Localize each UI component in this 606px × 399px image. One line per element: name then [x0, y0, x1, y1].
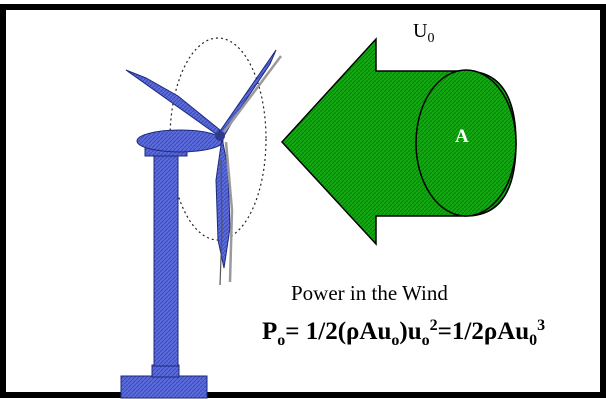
formula-u-sub1: o	[391, 332, 399, 349]
formula-u-sub2: o	[422, 332, 430, 349]
formula-eq1: = 1/2(ρAu	[285, 318, 391, 345]
velocity-symbol: U	[413, 20, 428, 42]
tower-base	[120, 375, 208, 399]
rotor-hub	[215, 131, 225, 141]
blade-edge-top	[223, 55, 282, 133]
blade-edge-bottom	[224, 141, 234, 283]
caption-power-in-the-wind: Power in the Wind	[291, 281, 448, 305]
blade-upper-left	[125, 69, 221, 135]
wind-flow-arrow	[280, 37, 517, 246]
formula-sup1: 2	[430, 317, 438, 334]
velocity-label: U0	[413, 20, 434, 46]
swept-area-disk	[415, 69, 517, 217]
power-formula: Po= 1/2(ρAuo)uo2=1/2ρAu03	[262, 317, 545, 349]
area-label: A	[455, 126, 469, 147]
velocity-subscript: 0	[427, 31, 434, 46]
tower-shaft	[153, 153, 179, 367]
wind-turbine	[120, 49, 282, 399]
frame-border	[0, 4, 606, 398]
formula-eq2: =1/2ρAu	[438, 318, 530, 345]
formula-mid: )u	[399, 318, 421, 345]
formula-p: P	[262, 318, 277, 345]
blade-upper-right	[217, 49, 277, 137]
tower-foot	[151, 364, 180, 378]
formula-sup2: 3	[537, 317, 545, 334]
formula-p-sub: o	[277, 332, 285, 349]
blade-edge-bottom-inner	[219, 159, 223, 286]
nacelle	[136, 129, 224, 153]
formula-u-sub3: 0	[529, 332, 537, 349]
